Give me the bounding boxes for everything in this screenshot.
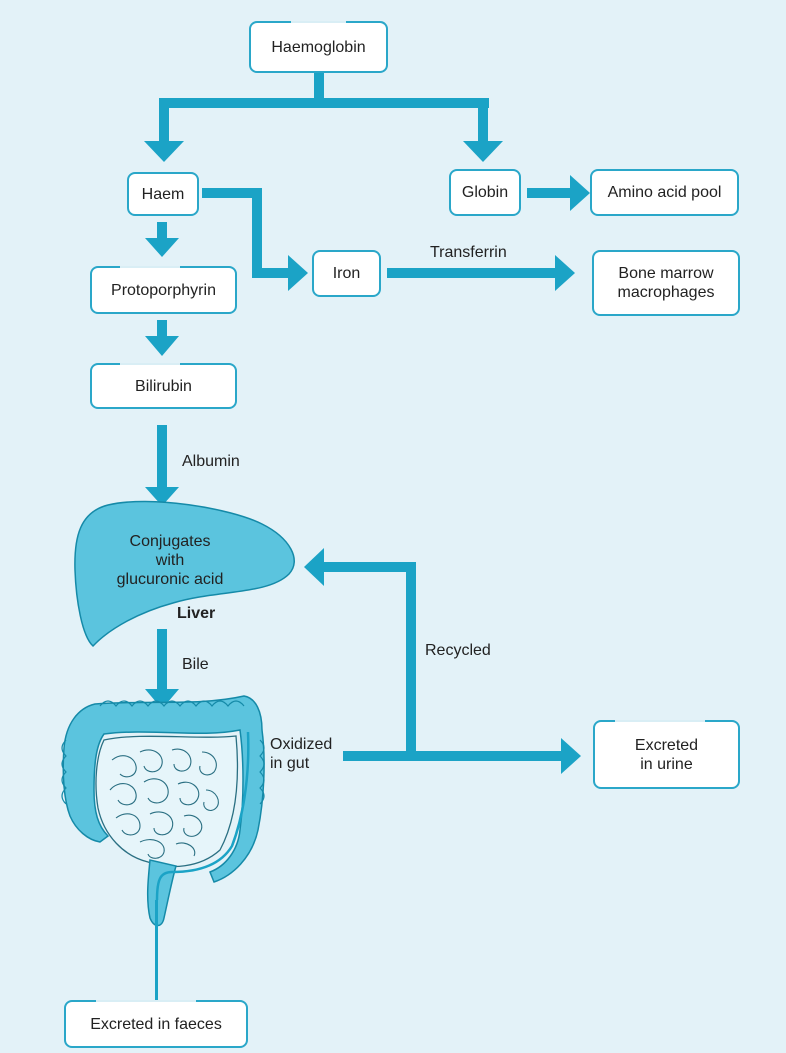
arrow-haem-iron xyxy=(202,188,308,291)
label-transferrin: Transferrin xyxy=(430,244,507,261)
label-bile: Bile xyxy=(182,656,209,673)
liver-icon xyxy=(74,500,295,648)
arrow-bile xyxy=(145,629,179,709)
arrow-recycled xyxy=(304,548,416,758)
arrow-transferrin xyxy=(387,255,575,291)
node-globin: Globin xyxy=(449,169,521,216)
node-protoporphyrin: Protoporphyrin xyxy=(90,266,237,314)
label-liver: Liver xyxy=(177,605,216,622)
arrow-globin-amino xyxy=(527,175,590,211)
arrow-protoporphyrin-bilirubin xyxy=(145,320,179,356)
node-excreted-faeces: Excreted in faeces xyxy=(64,1000,248,1048)
node-iron-label: Iron xyxy=(332,265,361,282)
arrow-albumin xyxy=(145,425,179,506)
intestine-icon xyxy=(61,695,265,1034)
label-albumin: Albumin xyxy=(182,453,240,470)
label-oxidized: Oxidized in gut xyxy=(270,736,333,772)
node-globin-label: Globin xyxy=(461,184,509,201)
node-protoporphyrin-label: Protoporphyrin xyxy=(111,281,216,299)
node-iron: Iron xyxy=(312,250,381,297)
node-bone-marrow: Bone marrow macrophages xyxy=(592,250,740,316)
node-bilirubin-label: Bilirubin xyxy=(135,377,192,395)
node-excreted-urine: Excreted in urine xyxy=(593,720,740,789)
node-bone-marrow-label: Bone marrow macrophages xyxy=(617,265,715,301)
arrow-haem-protoporphyrin xyxy=(145,222,179,257)
node-haemoglobin: Haemoglobin xyxy=(249,21,388,73)
node-excreted-urine-label: Excreted in urine xyxy=(634,736,699,773)
arrow-haemoglobin-split xyxy=(144,73,503,162)
node-amino-acid-pool-label: Amino acid pool xyxy=(607,184,722,201)
label-liver-text: Conjugates with glucuronic acid xyxy=(116,533,224,588)
node-haem-label: Haem xyxy=(141,185,185,203)
arrow-oxidized-urine xyxy=(343,738,581,774)
label-recycled: Recycled xyxy=(425,642,491,659)
node-haem: Haem xyxy=(127,172,199,216)
node-amino-acid-pool: Amino acid pool xyxy=(590,169,739,216)
node-haemoglobin-label: Haemoglobin xyxy=(271,38,366,56)
node-excreted-faeces-label: Excreted in faeces xyxy=(90,1015,222,1033)
node-bilirubin: Bilirubin xyxy=(90,363,237,409)
